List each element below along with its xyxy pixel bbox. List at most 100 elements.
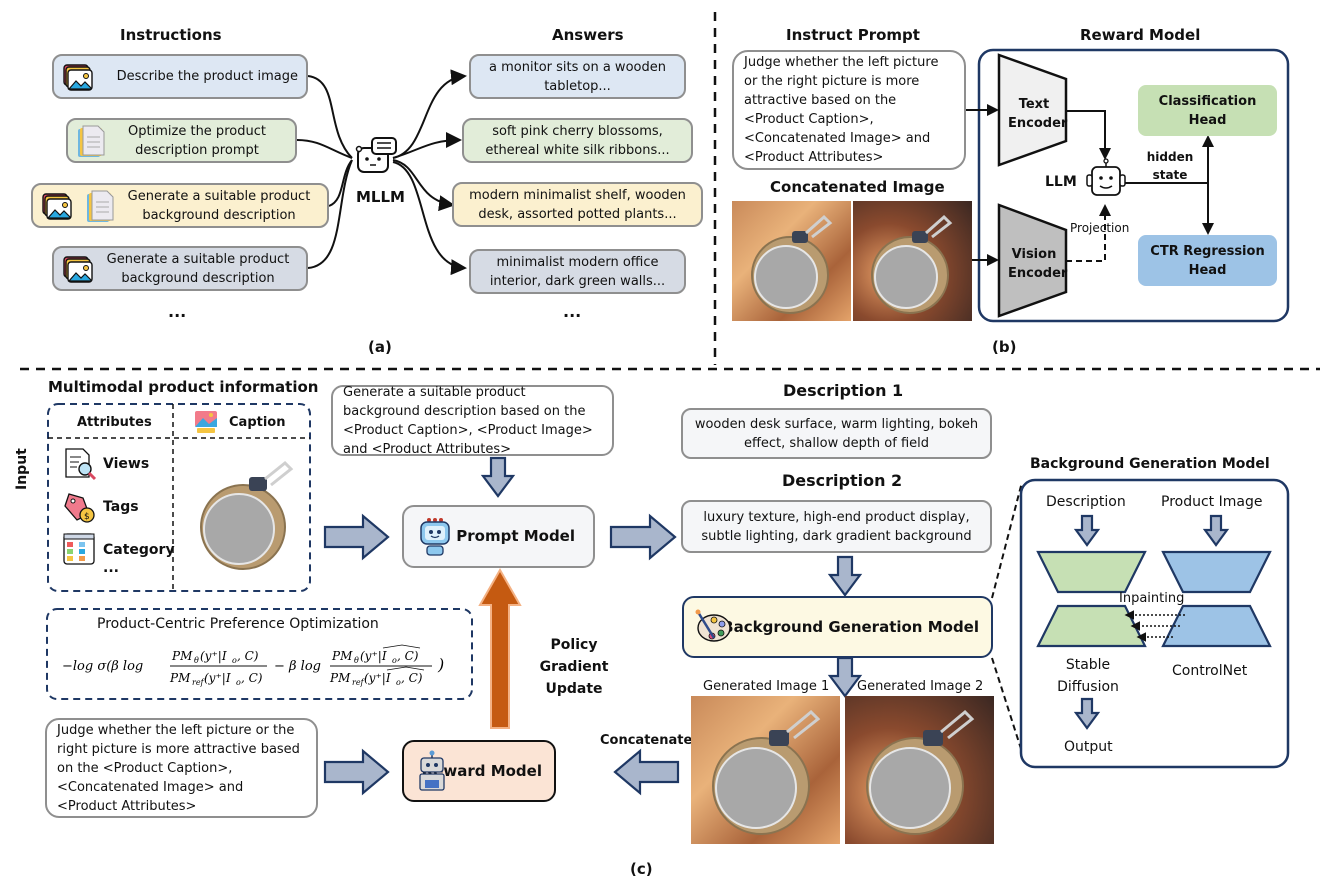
vision-encoder-shape: [997, 203, 1068, 318]
svg-text:θ: θ: [354, 656, 359, 665]
svg-text:ref: ref: [352, 678, 366, 687]
controlnet-label: ControlNet: [1172, 663, 1248, 679]
caption-b: (b): [992, 338, 1017, 356]
svg-text:o: o: [236, 678, 241, 687]
description2-title: Description 2: [782, 471, 903, 490]
description1-text: wooden desk surface, warm lighting, boke…: [694, 416, 979, 451]
svg-text:(y⁺|I: (y⁺|I: [200, 649, 227, 663]
svg-text:o: o: [396, 678, 401, 687]
answer-text: a monitor sits on a wooden tabletop...: [489, 59, 666, 94]
speaker-product-icon: [712, 709, 821, 835]
generated-image-1-title: Generated Image 1: [703, 679, 830, 694]
background-generation-model-label: Background Generation Model: [722, 617, 979, 636]
speaker-product-image: [185, 455, 305, 584]
mllm-robot-icon: [355, 137, 397, 173]
concatenated-image-title: Concatenated Image: [770, 178, 945, 196]
arrow-input-to-prompt-model: [323, 513, 390, 561]
svg-text:PM: PM: [329, 671, 351, 685]
image-stack-icon: [62, 255, 94, 291]
reward-model-frame: [977, 48, 1290, 323]
background-generation-model-node: Background Generation Model: [682, 596, 993, 658]
vision-encoder-label: Vision Encoder: [1008, 247, 1068, 281]
caption-image-icon: [194, 410, 218, 438]
answer-item: soft pink cherry blossoms, ethereal whit…: [462, 118, 693, 163]
prompt-model-label: Prompt Model: [456, 527, 575, 545]
svg-text:−log σ(β log: −log σ(β log: [62, 659, 143, 674]
ctr-head-label: CTR Regression Head: [1150, 243, 1265, 278]
arrow-bgm-to-generated: [827, 656, 863, 698]
svg-text:(y⁺|I: (y⁺|I: [360, 649, 387, 663]
bgm-detail-title: Background Generation Model: [1030, 456, 1270, 472]
svg-text:, C): , C): [241, 671, 263, 685]
classification-head-label: Classification Head: [1158, 93, 1257, 128]
reward-model-label: Reward Model: [421, 761, 542, 780]
answer-item: minimalist modern office interior, dark …: [469, 249, 686, 294]
instruction-item: Optimize the product description prompt: [66, 118, 297, 163]
arrow-concatenate-to-reward: [613, 748, 680, 796]
instruction-text: Describe the product image: [116, 69, 298, 84]
answers-title: Answers: [552, 26, 624, 44]
caption-header: Caption: [229, 415, 286, 430]
speaker-product-icon: [866, 709, 975, 835]
svg-text:): ): [437, 655, 444, 674]
instruction-text: Generate a suitable product background d…: [106, 251, 290, 286]
svg-text:PM: PM: [169, 671, 191, 685]
document-icon: [76, 125, 106, 165]
svg-text:ref: ref: [192, 678, 206, 687]
sd-encoder-shape: [1036, 550, 1147, 594]
concatenated-image: [732, 201, 972, 321]
svg-text:(y⁺|I: (y⁺|I: [204, 671, 231, 685]
description1-title: Description 1: [783, 381, 904, 400]
multimodal-title: Multimodal product information: [48, 378, 319, 396]
instruction-item: Generate a suitable product background d…: [31, 183, 329, 228]
arrow-instruction-to-prompt-model: [480, 456, 516, 498]
svg-text:o: o: [392, 656, 397, 665]
image-stack-icon: [62, 63, 94, 99]
svg-text:, C): , C): [237, 649, 259, 663]
answer-curves: [392, 69, 467, 276]
svg-text:o: o: [232, 656, 237, 665]
pcpo-frame: [46, 608, 473, 700]
description2-box: luxury texture, high-end product display…: [681, 500, 992, 553]
generate-prompt-box: Generate a suitable product background d…: [331, 384, 614, 457]
arrow-prompt-model-to-descriptions: [609, 513, 677, 561]
instruction-curves: [296, 75, 353, 269]
paint-palette-icon: [694, 608, 732, 651]
prompt-model-node: Prompt Model: [402, 505, 595, 568]
arrow-description2-to-bgm: [827, 555, 863, 597]
caption-a: (a): [368, 338, 392, 356]
answers-ellipsis: ...: [563, 302, 582, 321]
instructions-ellipsis: ...: [168, 302, 187, 321]
reward-model-node: Reward Model: [402, 740, 556, 802]
svg-text:$: $: [84, 512, 90, 522]
bgm-description-label: Description: [1046, 494, 1126, 510]
sd-decoder-shape: [1036, 604, 1147, 648]
instruct-prompt-text: Judge whether the left picture or the ri…: [744, 55, 939, 165]
svg-text:PM: PM: [171, 649, 193, 663]
policy-gradient-label: Policy Gradient Update: [539, 637, 609, 697]
concatenate-label: Concatenate: [600, 733, 693, 748]
multimodal-info-frame: [47, 403, 311, 592]
description1-box: wooden desk surface, warm lighting, boke…: [681, 408, 992, 459]
description2-text: luxury texture, high-end product display…: [701, 509, 972, 544]
text-encoder-label: Text Encoder: [1008, 97, 1068, 131]
document-icon: [85, 190, 115, 230]
bgm-product-image-label: Product Image: [1161, 494, 1263, 510]
projection-label: Projection: [1070, 221, 1130, 235]
attribute-category: Category: [103, 542, 175, 558]
svg-text:, C): , C): [397, 649, 419, 663]
judge-prompt-box: Judge whether the left picture or the ri…: [45, 718, 318, 818]
image-stack-icon: [41, 192, 73, 228]
judge-prompt-text: Judge whether the left picture or the ri…: [57, 722, 300, 814]
llm-label: LLM: [1045, 174, 1077, 190]
stable-diffusion-label: Stable Diffusion: [1057, 657, 1119, 695]
generate-prompt-text: Generate a suitable product background d…: [343, 384, 593, 457]
text-encoder-shape: [997, 53, 1068, 167]
generated-image-2-title: Generated Image 2: [857, 679, 984, 694]
instructions-title: Instructions: [120, 26, 222, 44]
policy-gradient-arrow: [478, 567, 522, 729]
instruction-text: Generate a suitable product background d…: [127, 188, 311, 223]
instruct-prompt-title: Instruct Prompt: [786, 26, 920, 44]
